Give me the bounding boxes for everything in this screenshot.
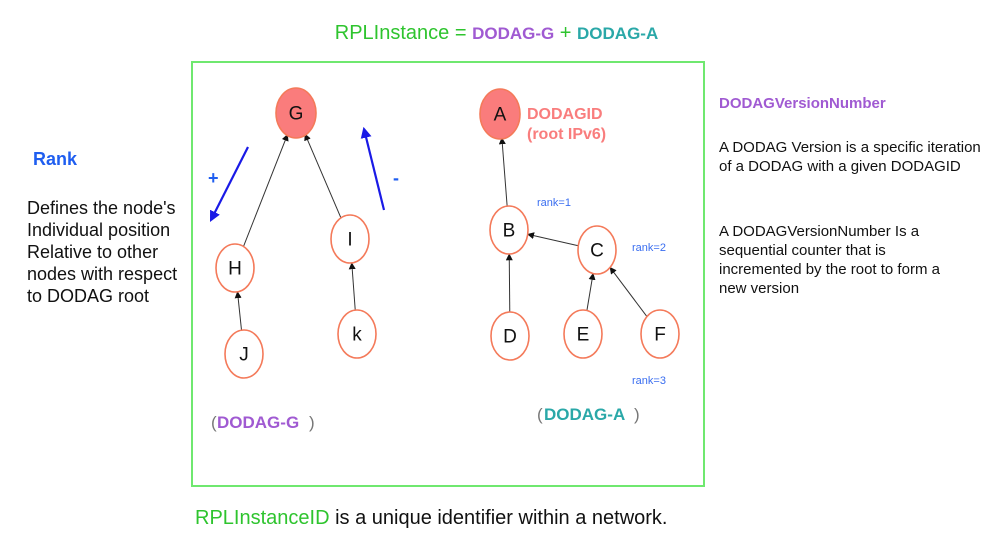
node-B-label: B [503,221,516,242]
node-k-label: k [352,325,362,346]
node-H-label: H [228,259,242,280]
rank-description: Defines the node's Individual position R… [27,198,178,306]
node-H-circle [215,243,255,293]
node-F-circle [640,309,680,359]
node-E-circle [563,309,603,359]
rank-title: Rank [33,149,78,169]
dodagid-label: DODAGID [527,106,603,123]
node-I: I [330,214,370,264]
node-F-label: F [654,325,666,346]
edge-J-to-H [234,291,243,331]
node-J-circle [224,329,264,379]
dodag-a-paren-open: ( [537,405,543,424]
rank-label-1: rank=1 [537,197,571,209]
node-H: H [215,243,255,293]
dodag-g-paren-close: ) [309,413,315,432]
edge-D-to-B [505,253,513,313]
version-number-title: DODAGVersionNumber [719,95,886,112]
node-G: G [275,87,317,139]
edge-F-to-C [609,266,648,317]
title-prefix: RPLInstance = [334,22,473,44]
node-A: A [479,88,521,140]
rank-increase-arrow [210,146,249,222]
footer-text: is a unique identifier within a network. [329,507,668,529]
rank-increase-sign: + [208,168,219,188]
dodag-a-label: DODAG-A [544,405,625,424]
rank-label-3: rank=3 [632,375,666,387]
dodag-g-label: DODAG-G [217,413,299,432]
node-F: F [640,309,680,359]
node-B: B [489,205,529,255]
title-dodag-g: DODAG-G [472,24,555,43]
node-k: k [337,309,377,359]
footer-note: RPLInstanceID is a unique identifier wit… [195,507,667,530]
node-G-circle [275,87,317,139]
node-D-label: D [503,327,517,348]
node-I-label: I [347,230,352,251]
node-E: E [563,309,603,359]
version-number-description: A DODAGVersionNumber Is a sequential cou… [719,223,940,297]
node-D: D [490,311,530,361]
title-dodag-a: DODAG-A [577,24,659,43]
node-J: J [224,329,264,379]
rank-decrease-sign: - [393,168,399,188]
rank-decrease-arrow [360,126,386,211]
node-k-circle [337,309,377,359]
dodag-g-paren-open: ( [211,413,217,432]
node-C-circle [577,225,617,275]
page-title: RPLInstance = DODAG-G + DODAG-A [0,22,993,45]
version-description: A DODAG Version is a specific iteration … [719,139,981,175]
node-I-circle [330,214,370,264]
node-A-label: A [494,105,507,126]
dodagid-sublabel: (root IPv6) [527,126,606,143]
dodag-a-paren-close: ) [634,405,640,424]
rank-label-2: rank=2 [632,242,666,254]
node-E-label: E [577,325,590,346]
title-plus: + [554,22,578,44]
node-B-circle [489,205,529,255]
rpl-instance-frame [191,61,705,487]
node-G-label: G [289,104,304,125]
edge-I-to-G [304,133,342,219]
edge-B-to-A [498,137,508,207]
node-C-label: C [590,241,604,262]
node-A-circle [479,88,521,140]
node-D-circle [490,311,530,361]
footer-highlight: RPLInstanceID [195,507,330,529]
edge-k-to-I [348,262,356,311]
edge-E-to-C [586,272,596,311]
node-C: C [577,225,617,275]
edge-C-to-B [527,232,579,247]
node-J-label: J [239,345,249,366]
edge-H-to-G [242,133,289,247]
